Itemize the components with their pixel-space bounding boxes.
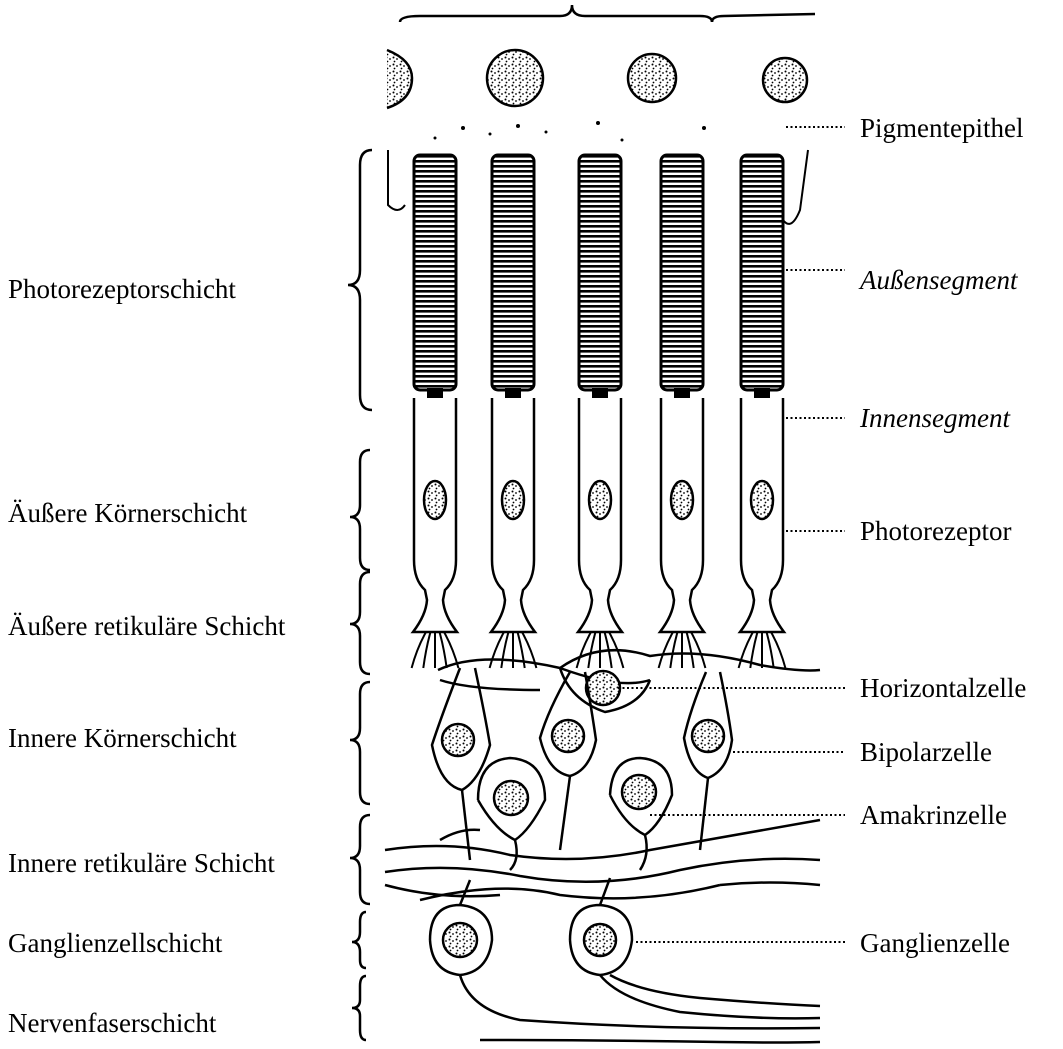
- outer-segment-stack: [414, 155, 456, 390]
- synaptic-fibre: [687, 632, 694, 668]
- inner-plexiform-network: [385, 820, 820, 900]
- leader-lines: [618, 127, 845, 942]
- layer-braces: [348, 150, 372, 1040]
- photoreceptor-cell: [739, 155, 786, 668]
- layer-label-nerve-fiber: Nervenfaserschicht: [8, 1010, 216, 1037]
- structure-label-outer-segment: Außensegment: [860, 267, 1017, 294]
- outer-segment-stack: [741, 155, 783, 390]
- synaptic-fibre: [670, 632, 677, 668]
- structure-label-horizontal-cell: Horizontalzelle: [860, 675, 1026, 702]
- photoreceptor-cell: [577, 155, 624, 668]
- connecting-cilium: [427, 388, 443, 398]
- photoreceptor-nucleus: [671, 481, 693, 519]
- structure-label-ganglion-cell: Ganglienzelle: [860, 930, 1010, 957]
- photoreceptor-cell: [490, 155, 537, 668]
- photoreceptor-nucleus: [589, 481, 611, 519]
- structure-label-bipolar-cell: Bipolarzelle: [860, 739, 992, 766]
- layer-label-outer-nuclear: Äußere Körnerschicht: [8, 500, 247, 527]
- layer-label-photoreceptor: Photorezeptorschicht: [8, 276, 236, 303]
- synaptic-fibre: [767, 632, 774, 668]
- pigment-epithelium-top-braces: [400, 5, 815, 22]
- layer-label-inner-nuclear: Innere Körnerschicht: [8, 725, 237, 752]
- structure-label-pigment-epithelium: Pigmentepithel: [860, 115, 1023, 142]
- photoreceptor-cell: [412, 155, 459, 668]
- photoreceptor-nucleus: [502, 481, 524, 519]
- outer-segment-stack: [661, 155, 703, 390]
- connecting-cilium: [505, 388, 521, 398]
- synaptic-fibre: [423, 632, 430, 668]
- bipolar-cells: [432, 668, 732, 860]
- synaptic-fibre: [588, 632, 595, 668]
- photoreceptor-nucleus: [751, 481, 773, 519]
- nerve-fibers: [460, 975, 820, 1043]
- connecting-cilium: [754, 388, 770, 398]
- photoreceptor-cell: [659, 155, 706, 668]
- pigment-granules: [434, 121, 707, 142]
- connecting-cilium: [674, 388, 690, 398]
- synaptic-fibre: [440, 632, 447, 668]
- layer-label-ganglion-cell: Ganglienzellschicht: [8, 930, 222, 957]
- layer-label-outer-plexiform: Äußere retikuläre Schicht: [8, 613, 285, 640]
- pigment-epithelium-cells: [387, 50, 807, 108]
- photoreceptors: [412, 155, 786, 668]
- structure-label-photoreceptor: Photorezeptor: [860, 518, 1011, 545]
- structure-label-inner-segment: Innensegment: [860, 405, 1010, 432]
- outer-segment-stack: [579, 155, 621, 390]
- layer-label-inner-plexiform: Innere retikuläre Schicht: [8, 850, 275, 877]
- connecting-cilium: [592, 388, 608, 398]
- outer-segment-stack: [492, 155, 534, 390]
- photoreceptor-nucleus: [424, 481, 446, 519]
- structure-label-amacrine-cell: Amakrinzelle: [860, 802, 1007, 829]
- synaptic-fibre: [501, 632, 508, 668]
